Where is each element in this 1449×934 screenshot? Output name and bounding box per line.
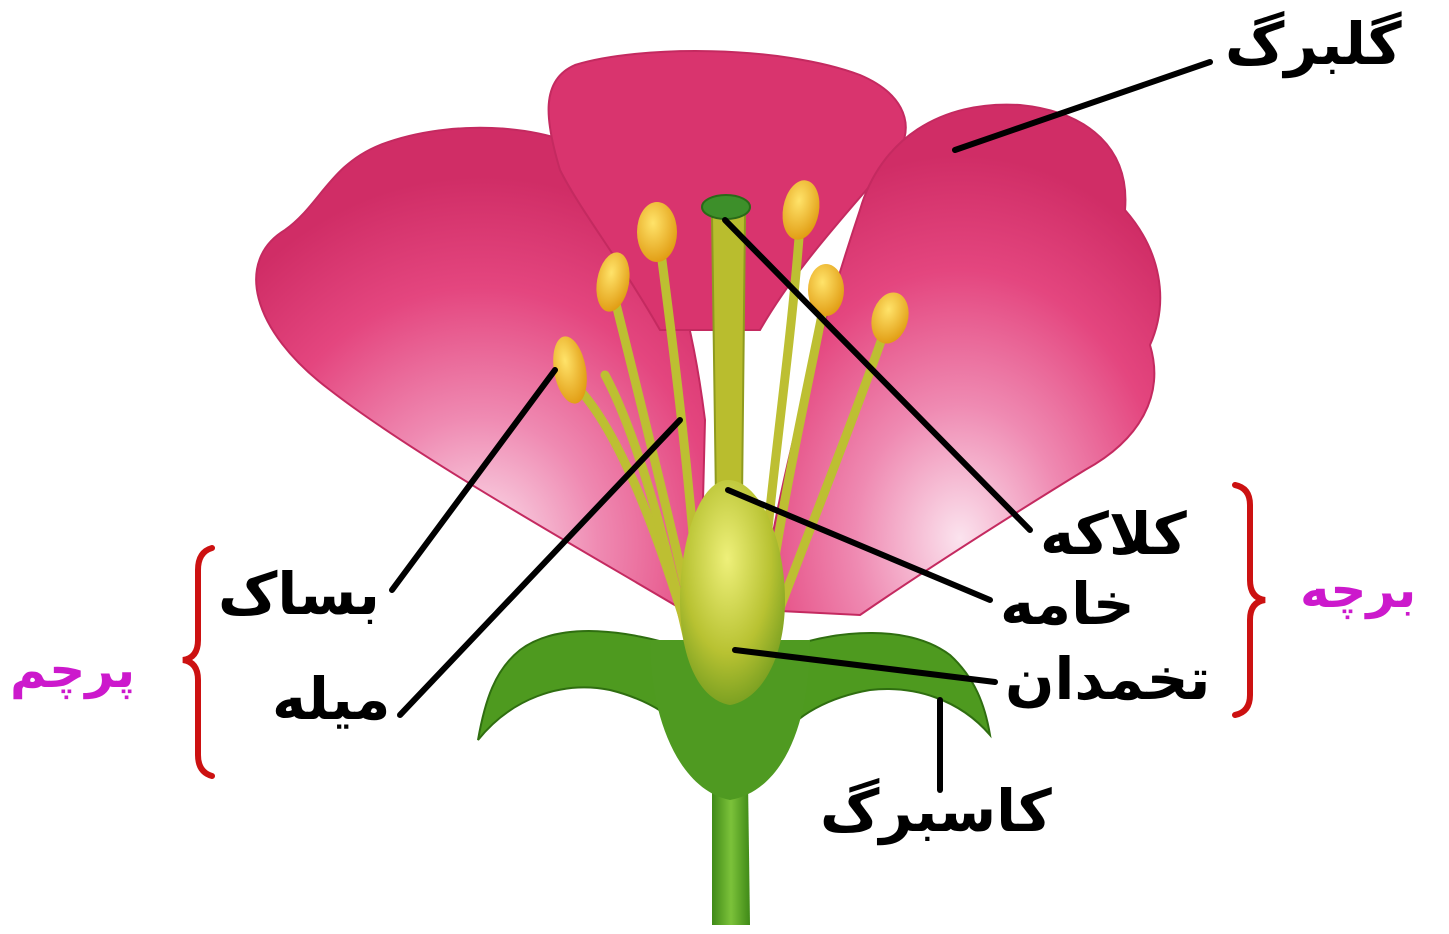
stigma [702,195,750,219]
label-carpel-group: برچه [1300,565,1416,615]
carpel-bracket [1235,485,1265,715]
stem [712,780,750,925]
label-ovary: تخمدان [1005,650,1210,708]
label-style: خامه [1000,575,1135,633]
label-stigma: کلاکه [1040,505,1187,563]
label-petal: گلبرگ [1225,15,1402,73]
label-filament: میله [272,670,390,728]
label-stamen-group: پرچم [10,645,135,695]
sepal-right [780,633,990,740]
label-sepal: کاسبرگ [820,782,1052,840]
style [712,215,745,500]
anther [637,202,677,262]
stamen-bracket [183,548,212,776]
label-anther: بساک [218,565,380,623]
